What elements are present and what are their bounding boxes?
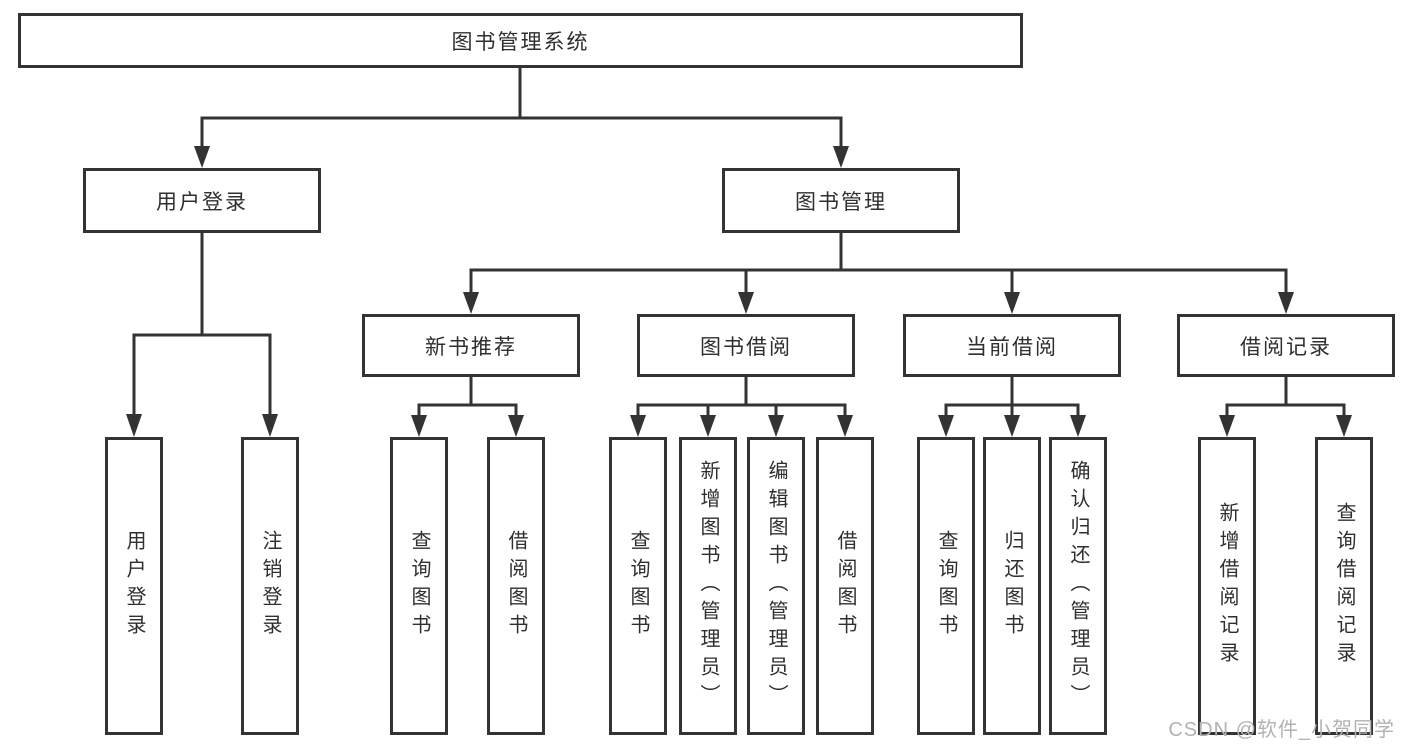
csdn-watermark: CSDN @软件_小贺同学 — [1168, 719, 1395, 741]
leaf-borrow-books-recommend-label: 借阅图书 — [505, 530, 527, 642]
leaf-borrow-books-recommend: 借阅图书 — [487, 437, 545, 735]
leaf-borrow-books: 借阅图书 — [816, 437, 874, 735]
node-book-management: 图书管理 — [722, 168, 960, 233]
leaf-query-books-current: 查询图书 — [917, 437, 975, 735]
node-new-book-recommend: 新书推荐 — [362, 314, 580, 377]
node-borrow-records-label: 借阅记录 — [1240, 335, 1332, 359]
node-library-system: 图书管理系统 — [18, 13, 1023, 68]
leaf-edit-book-admin-label: 编辑图书（管理员） — [765, 460, 787, 712]
leaf-query-books-recommend-label: 查询图书 — [408, 530, 430, 642]
node-user-login-label: 用户登录 — [156, 190, 248, 214]
leaf-user-login: 用户登录 — [105, 437, 163, 735]
node-new-book-recommend-label: 新书推荐 — [425, 335, 517, 359]
leaf-logout: 注销登录 — [241, 437, 299, 735]
node-borrow-records: 借阅记录 — [1177, 314, 1395, 377]
leaf-add-book-admin-label: 新增图书（管理员） — [697, 460, 719, 712]
node-book-borrow: 图书借阅 — [637, 314, 855, 377]
node-current-borrow: 当前借阅 — [903, 314, 1121, 377]
leaf-edit-book-admin: 编辑图书（管理员） — [747, 437, 805, 735]
leaf-confirm-return-admin: 确认归还（管理员） — [1049, 437, 1107, 735]
node-current-borrow-label: 当前借阅 — [966, 335, 1058, 359]
leaf-user-login-label: 用户登录 — [123, 530, 145, 642]
leaf-confirm-return-admin-label: 确认归还（管理员） — [1067, 460, 1089, 712]
leaf-query-borrow-record: 查询借阅记录 — [1315, 437, 1373, 735]
leaf-query-borrow-record-label: 查询借阅记录 — [1333, 502, 1355, 670]
leaf-query-books-borrow: 查询图书 — [609, 437, 667, 735]
leaf-query-books-borrow-label: 查询图书 — [627, 530, 649, 642]
node-user-login: 用户登录 — [83, 168, 321, 233]
leaf-add-borrow-record: 新增借阅记录 — [1198, 437, 1256, 735]
leaf-add-borrow-record-label: 新增借阅记录 — [1216, 502, 1238, 670]
leaf-return-book: 归还图书 — [983, 437, 1041, 735]
node-book-borrow-label: 图书借阅 — [700, 335, 792, 359]
leaf-query-books-recommend: 查询图书 — [390, 437, 448, 735]
leaf-query-books-current-label: 查询图书 — [935, 530, 957, 642]
leaf-logout-label: 注销登录 — [259, 530, 281, 642]
node-book-management-label: 图书管理 — [795, 190, 887, 214]
node-library-system-label: 图书管理系统 — [451, 30, 590, 54]
leaf-return-book-label: 归还图书 — [1001, 530, 1023, 642]
leaf-borrow-books-label: 借阅图书 — [834, 530, 856, 642]
leaf-add-book-admin: 新增图书（管理员） — [679, 437, 737, 735]
